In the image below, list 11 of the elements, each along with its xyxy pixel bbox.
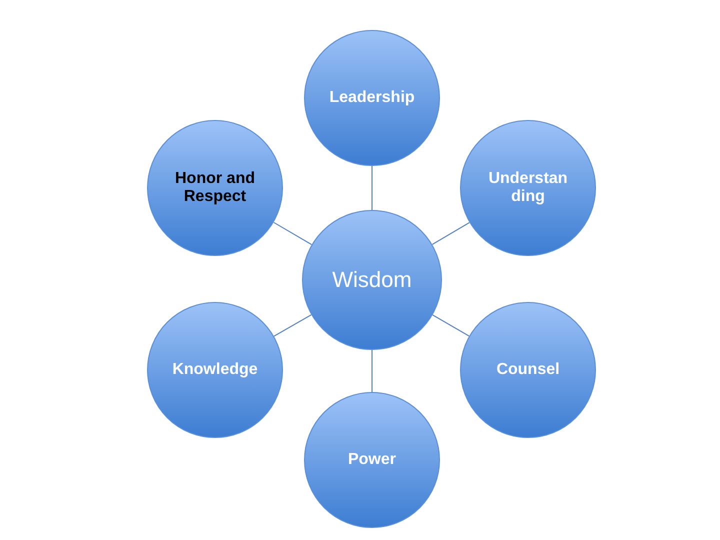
node-label: Leadership xyxy=(328,89,416,107)
connector-line xyxy=(273,222,312,246)
node-label: Honor and Respect xyxy=(174,170,256,206)
node-label: Counsel xyxy=(495,361,561,379)
node-label: Wisdom xyxy=(331,267,413,293)
connector-line xyxy=(432,314,470,337)
connector-line xyxy=(432,222,470,245)
node-label: Power xyxy=(346,451,397,469)
node-label: Understanding xyxy=(488,170,568,206)
connector-line xyxy=(274,314,312,337)
node-label: Knowledge xyxy=(171,361,259,379)
